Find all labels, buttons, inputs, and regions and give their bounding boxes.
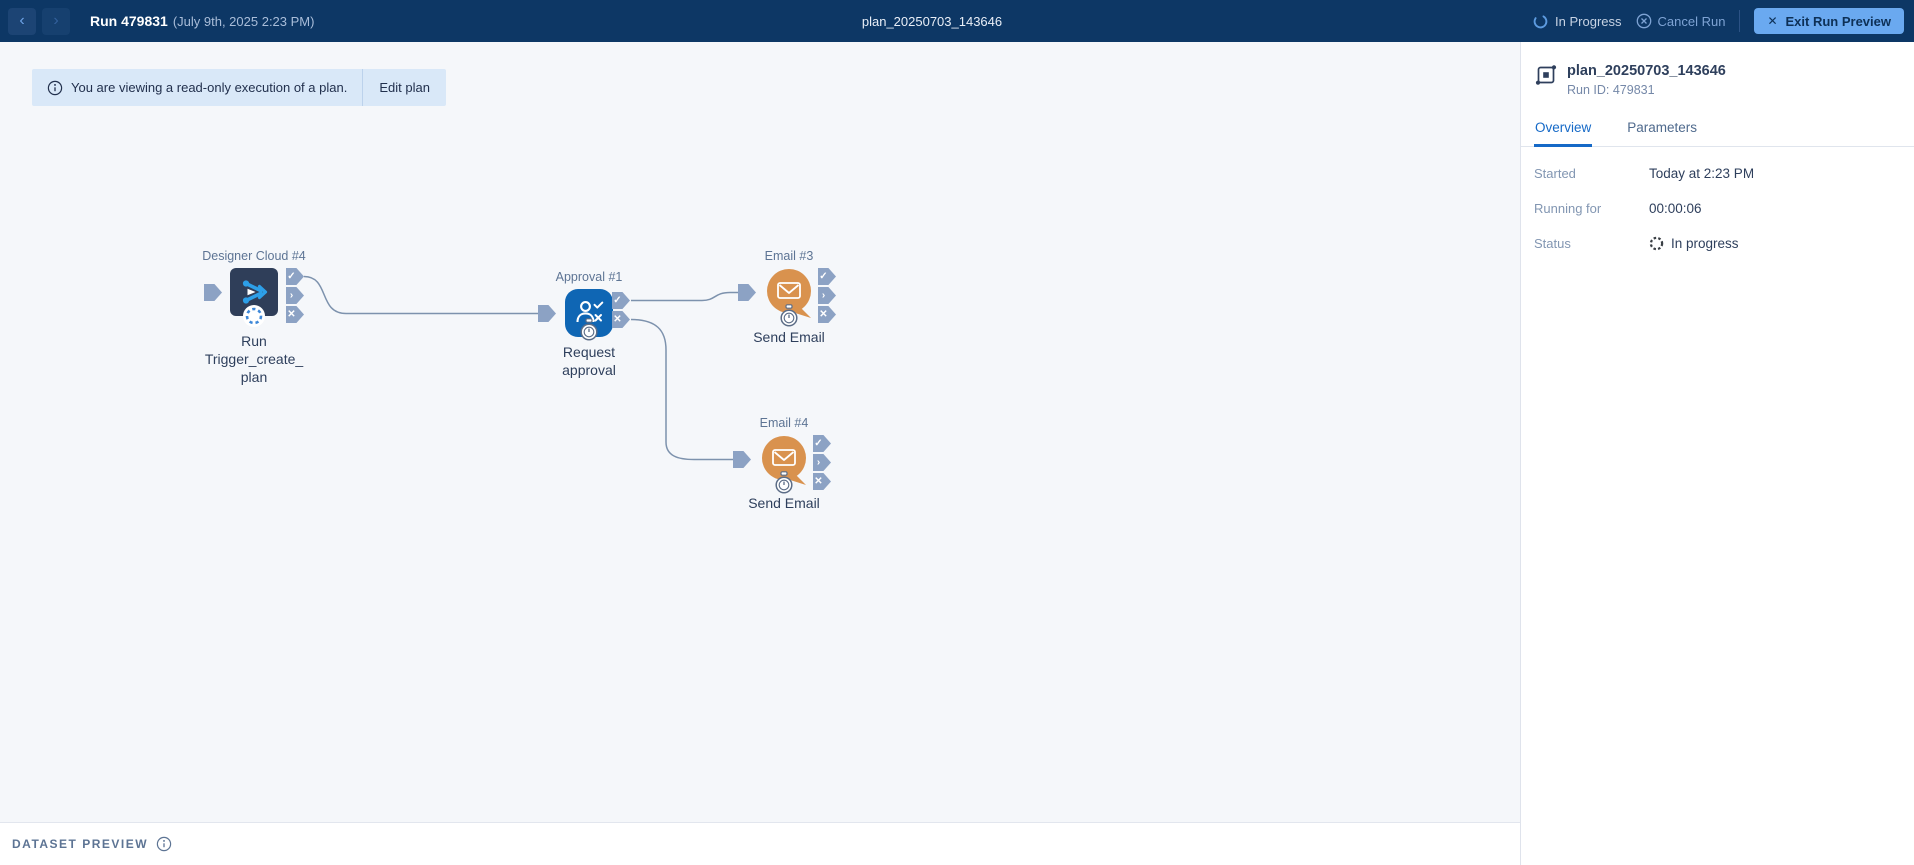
input-port[interactable]: [538, 305, 556, 322]
failure-output-port[interactable]: ✕: [813, 473, 831, 490]
node-type-label: Email #4: [699, 416, 869, 430]
x-icon: ✕: [818, 310, 829, 320]
email-task[interactable]: [760, 435, 808, 483]
failure-output-port[interactable]: ✕: [818, 306, 836, 323]
edit-plan-button[interactable]: Edit plan: [363, 69, 446, 106]
email-task[interactable]: [765, 268, 813, 316]
success-output-port[interactable]: ✓: [286, 268, 304, 285]
run-status-indicator: In Progress: [1533, 14, 1621, 29]
chevron-icon: ›: [286, 291, 297, 301]
wire-designer-to-approval: [304, 277, 538, 314]
plan-icon: [1534, 63, 1558, 87]
check-icon: ✓: [286, 272, 297, 282]
exit-run-preview-button[interactable]: ✕ Exit Run Preview: [1754, 8, 1904, 34]
dataset-preview-label: DATASET PREVIEW: [12, 837, 148, 851]
panel-run-id: Run ID: 479831: [1567, 83, 1726, 97]
run-details-panel: plan_20250703_143646 Run ID: 479831 Over…: [1520, 42, 1914, 865]
x-icon: ✕: [286, 310, 297, 320]
node-approval: Approval #1 ✓ ✕: [565, 289, 613, 337]
run-status-label: In Progress: [1555, 14, 1621, 29]
overview-details: Started Today at 2:23 PM Running for 00:…: [1521, 147, 1914, 251]
check-icon: ✓: [612, 296, 623, 306]
x-icon: ✕: [813, 477, 824, 487]
input-port[interactable]: [738, 284, 756, 301]
next-output-port[interactable]: ›: [813, 454, 831, 471]
approve-output-port[interactable]: ✓: [612, 292, 630, 309]
plan-canvas[interactable]: You are viewing a read-only execution of…: [0, 42, 1520, 822]
run-timestamp: (July 9th, 2025 2:23 PM): [173, 14, 315, 29]
info-icon: [47, 80, 63, 96]
detail-row-status: Status In progress: [1534, 236, 1914, 251]
check-icon: ✓: [813, 439, 824, 449]
node-name-label: Send Email: [729, 328, 849, 346]
status-spinner-icon: [1649, 236, 1664, 251]
wire-approval-to-email4: [631, 320, 733, 460]
success-output-port[interactable]: ✓: [818, 268, 836, 285]
info-icon[interactable]: [156, 836, 172, 852]
node-name-label: Send Email: [724, 494, 844, 512]
approval-person-icon: [565, 289, 613, 337]
forward-button[interactable]: ›: [42, 8, 70, 35]
node-email-4: Email #4 ✓ › ✕: [760, 435, 808, 483]
header-divider: [1739, 10, 1740, 32]
chevron-right-icon: ›: [53, 13, 58, 29]
chevron-icon: ›: [818, 291, 829, 301]
next-output-port[interactable]: ›: [818, 287, 836, 304]
email-icon: [760, 435, 810, 485]
chevron-left-icon: ‹: [19, 13, 24, 29]
connector-wires: [0, 42, 1520, 822]
node-name-label: Run Trigger_create_plan: [204, 332, 304, 386]
tab-parameters[interactable]: Parameters: [1626, 120, 1698, 147]
banner-message: You are viewing a read-only execution of…: [71, 80, 347, 95]
top-bar: ‹ › Run 479831(July 9th, 2025 2:23 PM) p…: [0, 0, 1914, 42]
top-bar-actions: In Progress Cancel Run ✕ Exit Run Previe…: [1533, 8, 1904, 34]
detail-row-running-for: Running for 00:00:06: [1534, 201, 1914, 216]
reject-output-port[interactable]: ✕: [612, 311, 630, 328]
panel-tabs: Overview Parameters: [1521, 120, 1914, 147]
panel-plan-title: plan_20250703_143646: [1567, 63, 1726, 79]
read-only-banner: You are viewing a read-only execution of…: [32, 69, 446, 106]
success-output-port[interactable]: ✓: [813, 435, 831, 452]
back-button[interactable]: ‹: [8, 8, 36, 35]
cancel-circle-icon: [1636, 13, 1652, 29]
failure-output-port[interactable]: ✕: [286, 306, 304, 323]
designer-cloud-task[interactable]: [230, 268, 278, 316]
chevron-icon: ›: [813, 458, 824, 468]
node-name-label: Request approval: [544, 343, 634, 379]
detail-row-started: Started Today at 2:23 PM: [1534, 166, 1914, 181]
close-icon: ✕: [1767, 14, 1777, 28]
email-icon: [765, 268, 815, 318]
tab-overview[interactable]: Overview: [1534, 120, 1592, 147]
approval-task[interactable]: [565, 289, 613, 337]
input-port[interactable]: [733, 451, 751, 468]
run-title: Run 479831(July 9th, 2025 2:23 PM): [90, 13, 314, 29]
node-type-label: Approval #1: [504, 270, 674, 284]
node-designer-cloud: Designer Cloud #4 ✓: [230, 268, 278, 316]
next-output-port[interactable]: ›: [286, 287, 304, 304]
x-icon: ✕: [612, 315, 623, 325]
cancel-run-button[interactable]: Cancel Run: [1636, 13, 1726, 29]
input-port[interactable]: [204, 284, 222, 301]
designer-cloud-icon: [230, 268, 278, 316]
status-value: In progress: [1671, 236, 1739, 251]
progress-spinner-icon: [1533, 14, 1548, 29]
dataset-preview-bar: DATASET PREVIEW: [0, 822, 1520, 865]
wire-approval-to-email3: [631, 293, 738, 301]
node-type-label: Email #3: [704, 249, 874, 263]
node-email-3: Email #3 ✓ › ✕: [765, 268, 813, 316]
node-type-label: Designer Cloud #4: [169, 249, 339, 263]
check-icon: ✓: [818, 272, 829, 282]
